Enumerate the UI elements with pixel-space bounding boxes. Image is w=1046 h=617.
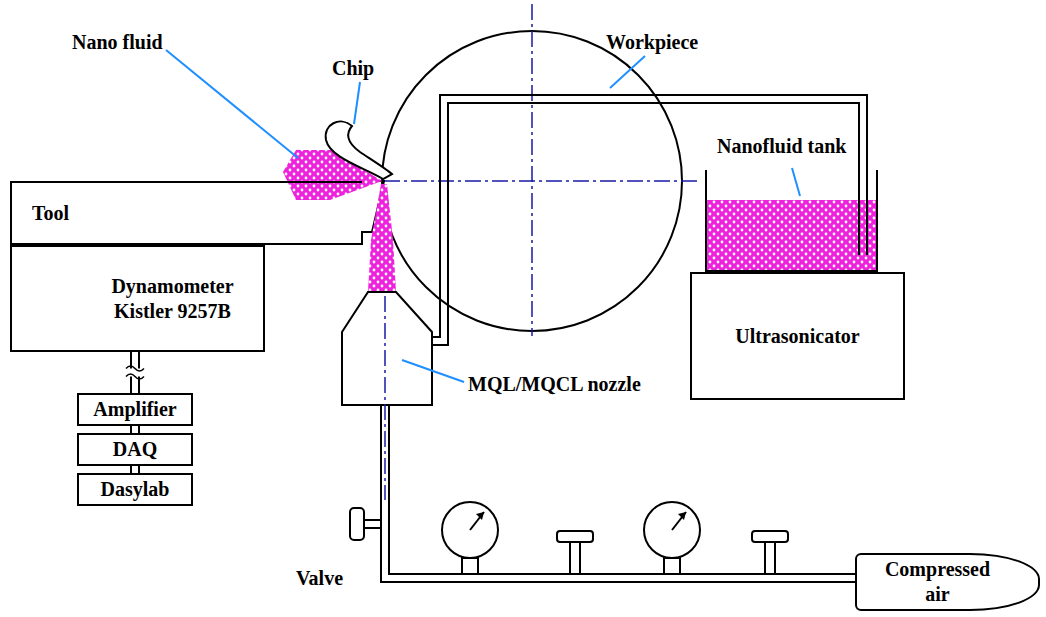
amplifier-box: Amplifier: [77, 393, 193, 426]
part-label: Chip: [332, 56, 374, 81]
nanofluid: [707, 200, 876, 270]
node-text: Dynamometer Kistler 9257B: [98, 274, 248, 324]
ultrasonicator-box: Ultrasonicator: [690, 272, 905, 400]
air-pipe: [389, 405, 855, 574]
valve-stem: [364, 520, 381, 528]
regulator: [752, 531, 788, 574]
label-anchor: MQL/MQCL nozzle: [468, 372, 641, 397]
node-text: Ultrasonicator: [735, 324, 859, 349]
nozzle-axis: [384, 296, 386, 500]
label-anchor: Nano fluid: [72, 30, 163, 55]
chip-shape: [326, 122, 392, 179]
signal-cable: [131, 466, 139, 473]
software-box: Dasylab: [77, 473, 193, 506]
daq-box: DAQ: [77, 433, 193, 466]
part-label: MQL/MQCL nozzle: [468, 372, 641, 397]
part-label: Valve: [296, 566, 343, 591]
node-text: DAQ: [113, 437, 157, 462]
signal-cable: [131, 426, 139, 433]
center-line: [531, 4, 533, 336]
nanofluid-spray: [368, 184, 396, 292]
node-text: Compressed air: [878, 557, 998, 607]
pressure-gauge: [442, 502, 498, 574]
air-pipe: [381, 405, 855, 582]
regulator: [557, 531, 593, 574]
dynamometer-box: Dynamometer Kistler 9257B: [10, 245, 265, 352]
label-anchor: Chip: [332, 56, 374, 81]
part-label: Nano fluid: [72, 30, 163, 55]
valve-knob: [350, 508, 364, 540]
node-text: Amplifier: [93, 397, 176, 422]
center-line: [384, 180, 700, 182]
node-text: Tool: [32, 201, 69, 226]
node-text: Dasylab: [101, 477, 170, 502]
fluid-pipe: [859, 200, 867, 255]
tank-box: Nanofluid tank: [705, 170, 878, 272]
node-text: Nanofluid tank: [717, 134, 847, 159]
signal-cable: [126, 352, 144, 393]
tool-box: Tool: [10, 181, 362, 245]
air-supply: Compressed air: [855, 553, 1040, 611]
pressure-gauge: [644, 502, 700, 574]
part-label: Workpiece: [606, 30, 698, 55]
label-anchor: Valve: [296, 566, 343, 591]
label-anchor: Workpiece: [606, 30, 698, 55]
nozzle-body: [342, 292, 432, 405]
